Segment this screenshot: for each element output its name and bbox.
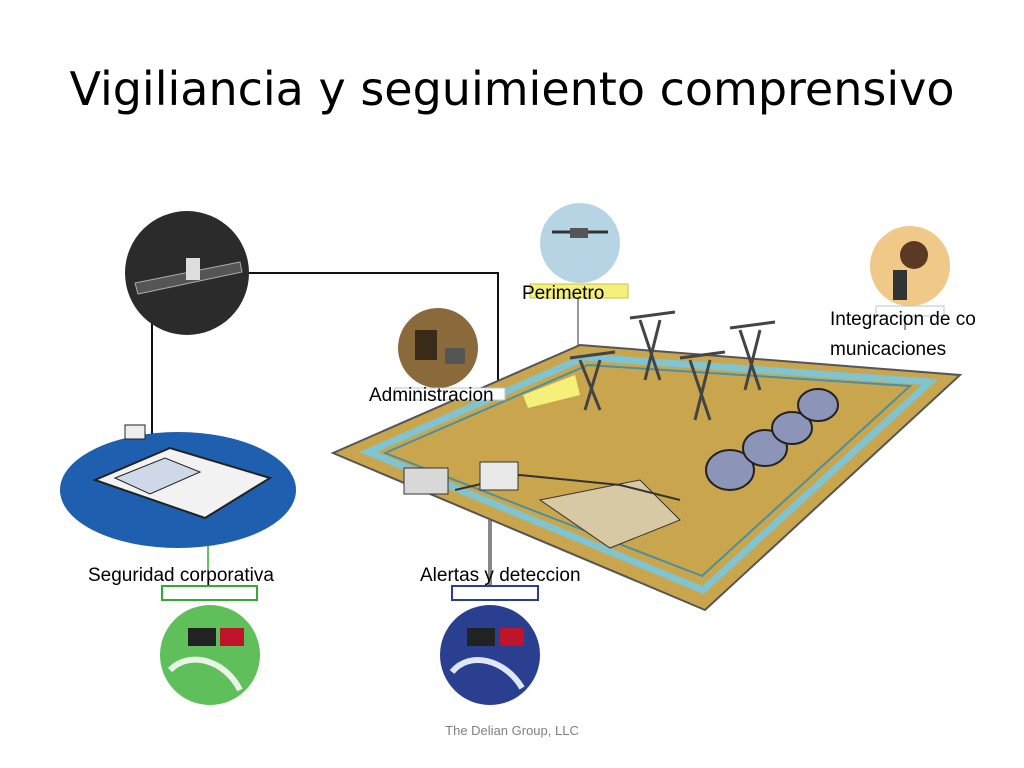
label-alertas: Alertas y deteccion bbox=[420, 565, 581, 586]
label-administracion: Administracion bbox=[369, 385, 494, 406]
satellite-icon bbox=[125, 211, 249, 335]
seguridad-marker bbox=[161, 585, 258, 601]
radio-user-icon bbox=[870, 226, 950, 306]
perimetro-highlight bbox=[529, 283, 629, 299]
label-integracion: Integracion de comunicaciones bbox=[830, 309, 976, 360]
label-seguridad: Seguridad corporativa bbox=[88, 565, 274, 586]
footer-text: The Delian Group, LLC bbox=[445, 723, 579, 738]
operator-icon bbox=[398, 308, 478, 388]
drone-icon bbox=[540, 203, 620, 283]
oil-field-illustration bbox=[330, 310, 963, 612]
monitor-station-blue-icon bbox=[440, 605, 540, 705]
administracion-marker bbox=[394, 387, 506, 401]
integracion-marker bbox=[875, 305, 945, 317]
label-perimetro: Perimetro bbox=[522, 283, 605, 304]
alertas-marker bbox=[451, 585, 539, 601]
monitor-station-green-icon bbox=[160, 605, 260, 705]
slide-title: Vigiliancia y seguimiento comprensivo bbox=[69, 62, 955, 116]
corporate-building-icon bbox=[60, 424, 296, 548]
